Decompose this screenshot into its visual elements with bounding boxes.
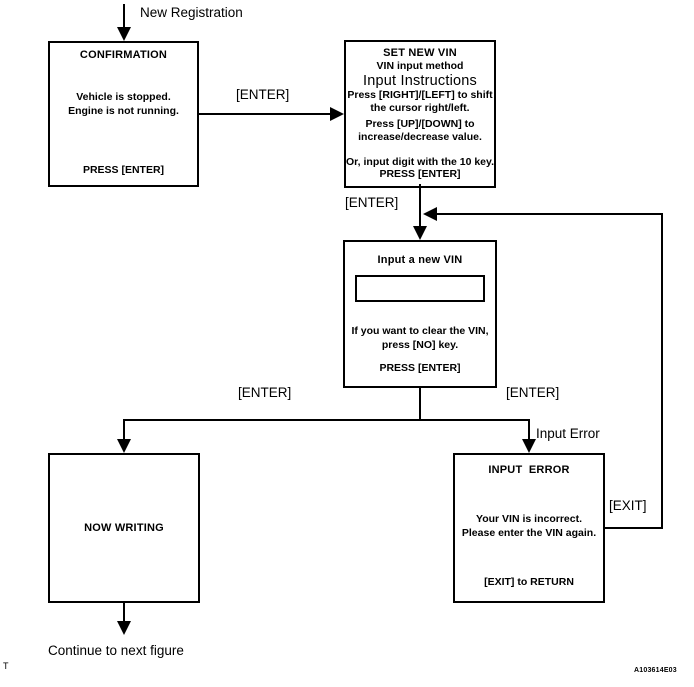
- flow-line-setnewvin-to-inputvin: [419, 184, 421, 226]
- confirmation-footer: PRESS [ENTER]: [82, 164, 165, 176]
- branch-line-left: [123, 419, 125, 440]
- input-vin-line2: press [NO] key.: [381, 339, 459, 351]
- input-error-line1: Your VIN is incorrect.: [476, 513, 582, 525]
- start-label: New Registration: [140, 5, 243, 20]
- confirmation-body: Vehicle is stopped. Engine is not runnin…: [50, 90, 197, 118]
- page-corner-mark: T: [3, 661, 9, 671]
- set-new-vin-heading: Input Instructions: [362, 73, 478, 89]
- confirmation-title: CONFIRMATION: [79, 49, 168, 61]
- start-arrow-line: [123, 4, 125, 30]
- input-error-box: INPUT ERROR Your VIN is incorrect. Pleas…: [453, 453, 605, 603]
- set-new-vin-box: SET NEW VIN VIN input method Input Instr…: [344, 40, 496, 188]
- arrowhead-down-icon: [413, 226, 427, 240]
- confirmation-body-line2: Engine is not running.: [68, 105, 179, 117]
- exit-return-line-top: [437, 213, 663, 215]
- exit-return-line-right: [661, 213, 663, 529]
- set-new-vin-line5: Or, input digit with the 10 key.: [346, 156, 494, 168]
- arrowhead-down-right-icon: [522, 439, 536, 453]
- enter-label-top: [ENTER]: [236, 87, 290, 102]
- flow-line-confirmation-to-setnewvin: [197, 113, 331, 115]
- set-new-vin-line3: Press [UP]/[DOWN] to: [365, 118, 475, 130]
- confirmation-box: CONFIRMATION Vehicle is stopped. Engine …: [48, 41, 199, 187]
- arrowhead-down-continue-icon: [117, 621, 131, 635]
- input-vin-footer: PRESS [ENTER]: [379, 362, 461, 374]
- set-new-vin-subtitle: VIN input method: [376, 60, 464, 72]
- set-new-vin-line1: Press [RIGHT]/[LEFT] to shift: [347, 89, 493, 101]
- arrowhead-down-left-icon: [117, 439, 131, 453]
- figure-code: A103614E03: [634, 667, 677, 674]
- enter-label-branch-right: [ENTER]: [506, 385, 560, 400]
- arrowhead-right-icon: [330, 107, 344, 121]
- input-error-line2: Please enter the VIN again.: [461, 527, 597, 539]
- set-new-vin-footer: PRESS [ENTER]: [379, 168, 461, 180]
- branch-line-right: [528, 419, 530, 440]
- input-error-body: Your VIN is incorrect. Please enter the …: [455, 512, 603, 540]
- now-writing-box: NOW WRITING: [48, 453, 200, 603]
- input-vin-title: Input a new VIN: [377, 254, 463, 266]
- input-vin-body: If you want to clear the VIN, press [NO]…: [345, 324, 495, 352]
- set-new-vin-line2: the cursor right/left.: [370, 102, 470, 114]
- set-new-vin-line4: increase/decrease value.: [358, 131, 482, 143]
- input-vin-box: Input a new VIN If you want to clear the…: [343, 240, 497, 388]
- input-error-title: INPUT ERROR: [488, 464, 570, 476]
- exit-label: [EXIT]: [609, 498, 647, 513]
- input-error-label: Input Error: [536, 426, 600, 441]
- vin-input-field: [355, 275, 485, 302]
- branch-line-horizontal: [123, 419, 530, 421]
- continue-label: Continue to next figure: [48, 643, 184, 658]
- input-vin-line1: If you want to clear the VIN,: [351, 325, 489, 337]
- flow-line-inputvin-down: [419, 388, 421, 421]
- set-new-vin-title: SET NEW VIN: [383, 47, 457, 59]
- now-writing-title: NOW WRITING: [84, 522, 164, 534]
- enter-label-branch-left: [ENTER]: [238, 385, 292, 400]
- enter-label-mid: [ENTER]: [345, 195, 399, 210]
- exit-return-line-bottom: [604, 527, 663, 529]
- start-arrowhead-icon: [117, 27, 131, 41]
- input-error-footer: [EXIT] to RETURN: [484, 576, 574, 588]
- arrowhead-left-icon: [423, 207, 437, 221]
- flow-line-continue: [123, 603, 125, 623]
- confirmation-body-line1: Vehicle is stopped.: [76, 91, 171, 103]
